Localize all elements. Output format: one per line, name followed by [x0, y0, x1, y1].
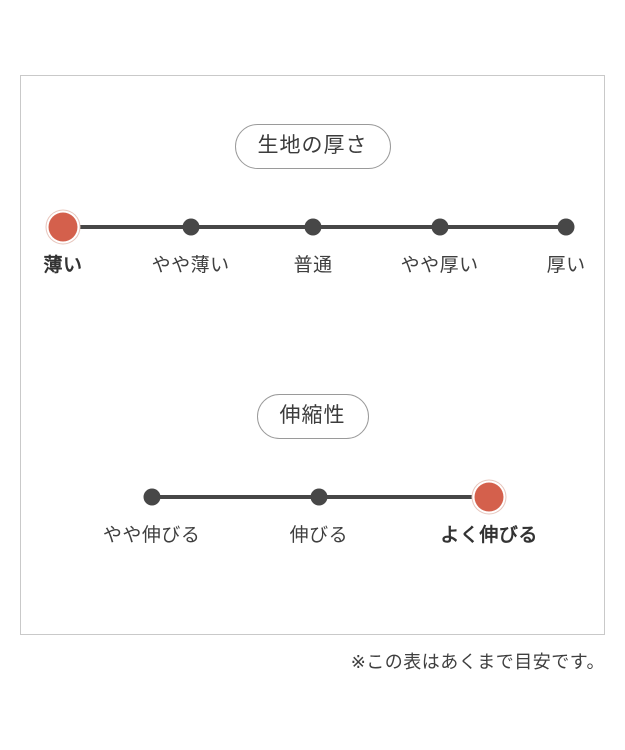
thickness-label-2: 普通	[293, 255, 333, 276]
thickness-badge-row: 生地の厚さ	[21, 124, 604, 169]
thickness-dot-2[interactable]	[304, 218, 322, 236]
stretch-badge-row: 伸縮性	[21, 394, 604, 439]
spec-card: 生地の厚さ 薄い やや薄い 普通 やや厚い 厚い 伸縮性 やや伸びる 伸びる よく伸びる	[20, 75, 605, 635]
stretch-label-2-selected: よく伸びる	[440, 525, 538, 546]
stretch-dot-2-selected[interactable]	[474, 482, 504, 512]
thickness-track	[21, 207, 604, 247]
thickness-label-0-selected: 薄い	[43, 255, 83, 276]
disclaimer-note: ※この表はあくまで目安です。	[350, 652, 605, 672]
stretch-label-1: 伸びる	[289, 525, 349, 546]
stretch-badge: 伸縮性	[256, 394, 369, 439]
thickness-dot-0-selected[interactable]	[48, 212, 78, 242]
stretch-dot-0[interactable]	[143, 488, 161, 506]
stretch-dot-1[interactable]	[310, 488, 328, 506]
thickness-badge: 生地の厚さ	[234, 124, 391, 169]
thickness-dot-3[interactable]	[431, 218, 449, 236]
thickness-label-1: やや薄い	[151, 255, 230, 276]
thickness-dot-1[interactable]	[182, 218, 200, 236]
thickness-label-3: やや厚い	[400, 255, 479, 276]
thickness-label-group: 薄い やや薄い 普通 やや厚い 厚い	[21, 255, 604, 289]
thickness-label-4: 厚い	[546, 255, 586, 276]
thickness-scale-section: 生地の厚さ 薄い やや薄い 普通 やや厚い 厚い	[21, 76, 604, 289]
thickness-dot-4[interactable]	[557, 218, 575, 236]
stretch-label-group: やや伸びる 伸びる よく伸びる	[21, 525, 604, 559]
stretch-scale-section: 伸縮性 やや伸びる 伸びる よく伸びる	[21, 346, 604, 559]
stretch-label-0: やや伸びる	[102, 525, 201, 546]
stretch-track	[21, 477, 604, 517]
